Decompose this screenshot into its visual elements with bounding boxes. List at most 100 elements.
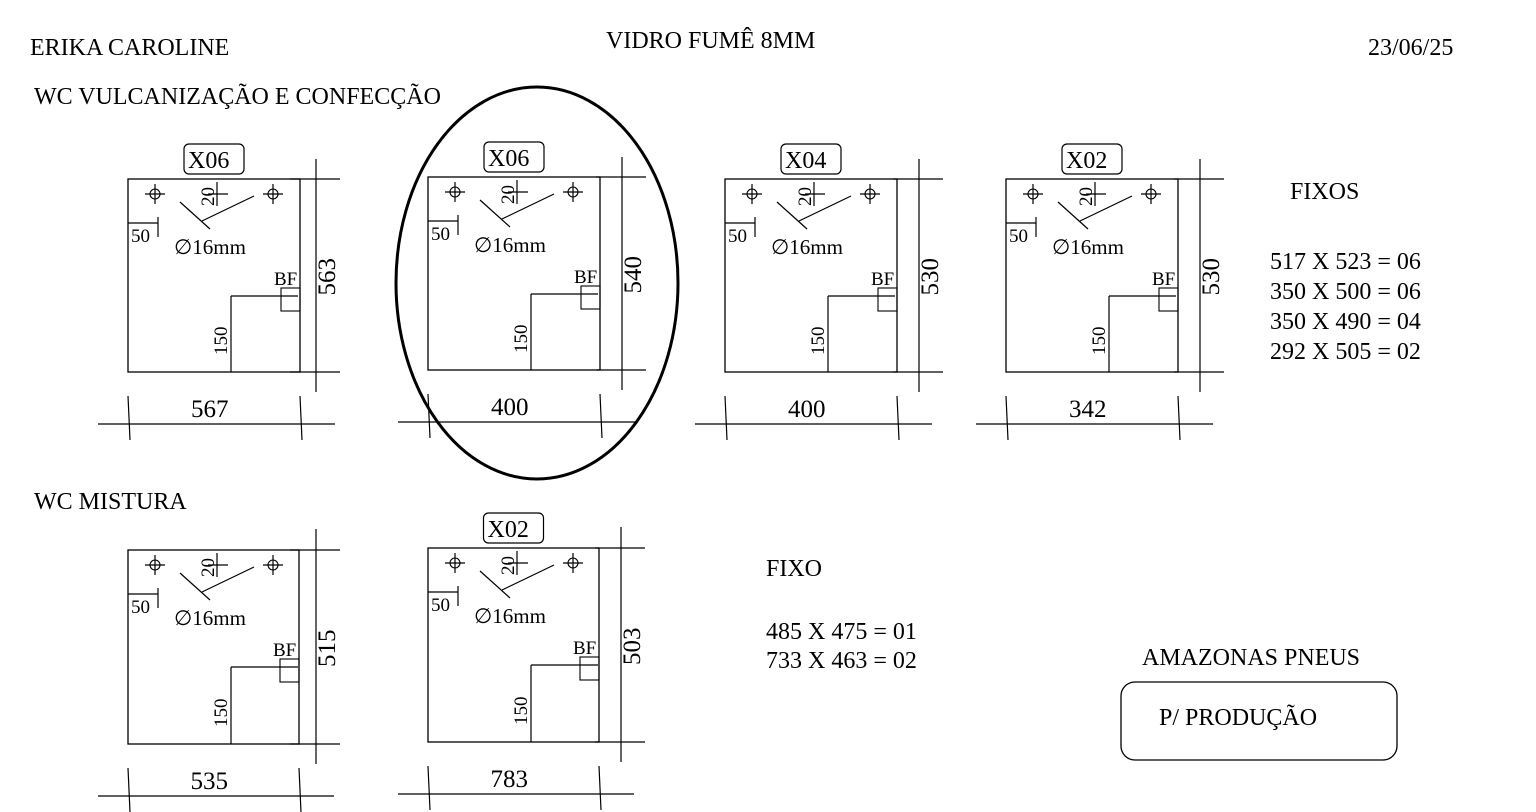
width-left-tick	[427, 393, 431, 439]
bf-label: BF	[273, 640, 296, 661]
quantity-tag: X04	[785, 148, 826, 174]
leader-line-right	[501, 193, 555, 220]
fixed-item-2-2: 733 X 463 = 02	[766, 648, 917, 674]
width-left-tick	[724, 395, 728, 441]
leader-line-left	[479, 199, 511, 228]
quantity-tag-box	[483, 141, 545, 173]
width-left-tick	[127, 767, 131, 812]
bf-height-label: 150	[511, 325, 532, 354]
width-left-tick	[1005, 395, 1009, 441]
leader-line-left	[479, 570, 511, 599]
width-dimension-label: 535	[191, 768, 229, 795]
bf-cutout	[279, 658, 300, 683]
fixed-item-1-1: 517 X 523 = 06	[1270, 249, 1421, 275]
leader-line-left	[179, 572, 211, 601]
fixed-list-title-2: FIXO	[766, 556, 822, 582]
glass-panel-outline	[724, 178, 898, 373]
width-right-tick	[599, 393, 603, 439]
glass-panel-outline	[1005, 178, 1179, 373]
width-left-tick	[127, 395, 131, 441]
leader-line-right	[501, 564, 555, 591]
bf-label: BF	[1152, 269, 1175, 290]
width-right-tick	[896, 395, 900, 441]
bf-cutout	[1158, 287, 1179, 312]
bf-label: BF	[274, 269, 297, 290]
fixed-item-1-2: 350 X 500 = 06	[1270, 279, 1421, 305]
panel-drawings: X062050∅16mmBF150563567X062050∅16mmBF150…	[98, 141, 1225, 812]
section-title-vulcanizacao: WC VULCANIZAÇÃO E CONFECÇÃO	[34, 84, 441, 110]
hole-diameter-label: ∅16mm	[771, 235, 843, 259]
glass-panel-outline	[427, 176, 601, 371]
highlight-circle	[394, 85, 680, 481]
quantity-tag-box	[1061, 143, 1123, 175]
bf-label: BF	[871, 269, 894, 290]
width-dimension-label: 400	[491, 394, 529, 421]
fixed-item-2-1: 485 X 475 = 01	[766, 619, 917, 645]
leader-line-left	[776, 201, 808, 230]
top-offset-label: 20	[498, 185, 519, 204]
leader-line-left	[1057, 201, 1089, 230]
bf-height-label: 150	[211, 327, 232, 356]
height-dimension-label: 530	[1198, 258, 1225, 296]
bf-label: BF	[574, 267, 597, 288]
glass-panel-outline	[127, 178, 301, 373]
glass-panel-outline	[127, 549, 300, 745]
width-dimension-label: 400	[788, 396, 826, 423]
bf-cutout	[580, 285, 601, 310]
height-dimension-label: 540	[620, 256, 647, 294]
side-offset-label: 50	[1009, 226, 1028, 247]
hole-diameter-label: ∅16mm	[174, 235, 246, 259]
quantity-tag: X02	[1066, 148, 1107, 174]
leader-line-right	[1079, 195, 1133, 222]
width-right-tick	[598, 765, 602, 811]
bf-cutout	[877, 287, 898, 312]
width-dimension-label: 567	[191, 396, 229, 423]
hole-diameter-label: ∅16mm	[474, 604, 546, 628]
quantity-tag-box	[482, 512, 545, 544]
leader-line-right	[798, 195, 852, 222]
hole-diameter-label: ∅16mm	[474, 233, 546, 257]
width-right-tick	[299, 395, 303, 441]
top-offset-label: 20	[1076, 187, 1097, 206]
top-offset-label: 20	[198, 187, 219, 206]
bf-height-label: 150	[211, 699, 232, 728]
top-offset-label: 20	[795, 187, 816, 206]
height-dimension-label: 503	[619, 628, 646, 666]
quantity-tag: X02	[488, 517, 529, 543]
width-right-tick	[1177, 395, 1181, 441]
quantity-tag-box	[183, 143, 245, 175]
company-name: AMAZONAS PNEUS	[1142, 645, 1360, 671]
height-dimension-label: 515	[314, 630, 341, 668]
top-offset-label: 20	[198, 558, 219, 577]
quantity-tag: X06	[488, 146, 529, 172]
width-dimension-label: 342	[1069, 396, 1107, 423]
quantity-tag-box	[780, 143, 842, 175]
material-title: VIDRO FUMÊ 8MM	[606, 28, 815, 54]
leader-line-right	[201, 195, 255, 222]
leader-line-right	[201, 566, 255, 593]
side-offset-label: 50	[431, 224, 450, 245]
bf-label: BF	[573, 638, 596, 659]
side-offset-label: 50	[131, 226, 150, 247]
drawing-date: 23/06/25	[1368, 35, 1453, 61]
section-title-mistura: WC MISTURA	[34, 489, 187, 515]
bf-height-label: 150	[511, 697, 532, 726]
bf-height-label: 150	[808, 327, 829, 356]
quantity-tag: X06	[188, 148, 229, 174]
fixed-list-title-1: FIXOS	[1290, 179, 1359, 205]
bf-cutout	[579, 656, 600, 681]
client-name: ERIKA CAROLINE	[30, 35, 229, 61]
fixed-item-1-3: 350 X 490 = 04	[1270, 309, 1421, 335]
side-offset-label: 50	[431, 595, 450, 616]
height-dimension-label: 563	[314, 258, 341, 296]
width-dimension-label: 783	[491, 766, 529, 793]
fixed-item-1-4: 292 X 505 = 02	[1270, 339, 1421, 365]
height-dimension-label: 530	[917, 258, 944, 296]
